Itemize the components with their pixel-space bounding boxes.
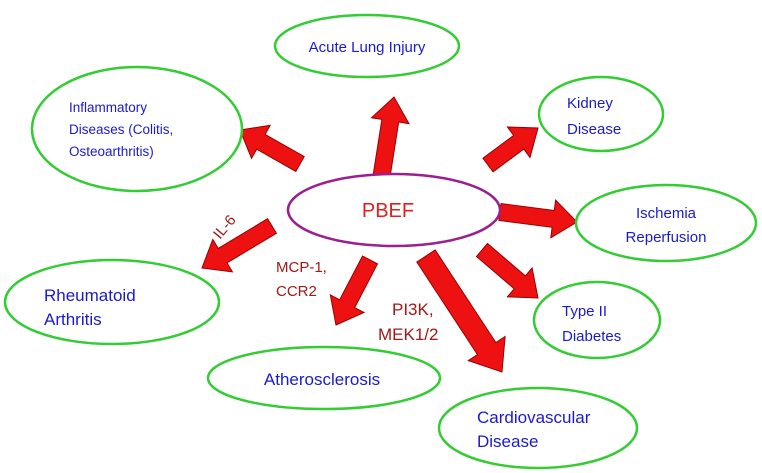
arrow-to-cardiovascular-disease	[416, 249, 506, 373]
node-type-ii-diabetes-ellipse	[532, 280, 662, 360]
node-atherosclerosis-ellipse	[206, 345, 442, 411]
node-cardiovascular-disease: Cardiovascular Disease	[437, 386, 639, 470]
node-kidney-disease-line-1: Kidney	[567, 95, 613, 112]
arrows-layer	[201, 96, 578, 373]
node-inflammatory-diseases-line-1: Inflammatory	[69, 100, 147, 115]
node-kidney-disease-line-2: Disease	[567, 121, 621, 138]
node-type-ii-diabetes-line-2: Diabetes	[562, 328, 621, 345]
edge-label-pi3k-line-1: PI3K,	[392, 300, 434, 319]
node-kidney-disease-ellipse	[537, 75, 665, 153]
node-atherosclerosis-label: Atherosclerosis	[264, 370, 380, 389]
edge-label-pi3k-line-2: MEK1/2	[378, 325, 438, 344]
arrow-to-atherosclerosis	[329, 255, 379, 326]
node-inflammatory-diseases: Inflammatory Diseases (Colitis, Osteoart…	[30, 65, 244, 193]
node-cardiovascular-disease-line-1: Cardiovascular	[477, 408, 591, 427]
node-ischemia-reperfusion-line-1: Ischemia	[636, 205, 697, 222]
node-rheumatoid-arthritis-ellipse	[3, 258, 221, 346]
arrow-to-kidney-disease	[482, 126, 539, 173]
edge-label-mcp1-line-1: MCP-1,	[276, 259, 327, 276]
node-ischemia-reperfusion: Ischemia Reperfusion	[574, 183, 758, 263]
node-atherosclerosis: Atherosclerosis	[206, 345, 442, 411]
node-ischemia-reperfusion-line-2: Reperfusion	[626, 229, 707, 246]
node-inflammatory-diseases-ellipse	[30, 65, 244, 193]
center-ellipse	[286, 172, 502, 248]
center-node-pbef: PBEF	[286, 172, 502, 248]
center-label: PBEF	[362, 200, 414, 222]
arrow-to-ischemia-reperfusion	[498, 199, 578, 239]
node-type-ii-diabetes: Type II Diabetes	[532, 280, 662, 360]
node-acute-lung-injury: Acute Lung Injury	[273, 13, 461, 79]
arrow-to-inflammatory-diseases	[239, 124, 305, 173]
node-kidney-disease: Kidney Disease	[537, 75, 665, 153]
node-inflammatory-diseases-line-3: Osteoarthritis)	[69, 144, 154, 159]
node-acute-lung-injury-label: Acute Lung Injury	[309, 39, 426, 56]
node-inflammatory-diseases-line-2: Diseases (Colitis,	[69, 122, 173, 137]
node-rheumatoid-arthritis: Rheumatoid Arthritis	[3, 258, 221, 346]
arrow-to-type-ii-diabetes	[475, 242, 539, 299]
node-cardiovascular-disease-line-2: Disease	[477, 432, 538, 451]
arrow-to-rheumatoid-arthritis	[201, 218, 278, 273]
node-rheumatoid-arthritis-line-1: Rheumatoid	[44, 286, 136, 305]
edge-label-mcp1-line-2: CCR2	[276, 283, 317, 300]
node-ischemia-reperfusion-ellipse	[574, 183, 758, 263]
node-type-ii-diabetes-line-1: Type II	[562, 303, 607, 320]
node-cardiovascular-disease-ellipse	[437, 386, 639, 470]
node-rheumatoid-arthritis-line-2: Arthritis	[44, 310, 102, 329]
node-acute-lung-injury-ellipse	[273, 13, 461, 79]
